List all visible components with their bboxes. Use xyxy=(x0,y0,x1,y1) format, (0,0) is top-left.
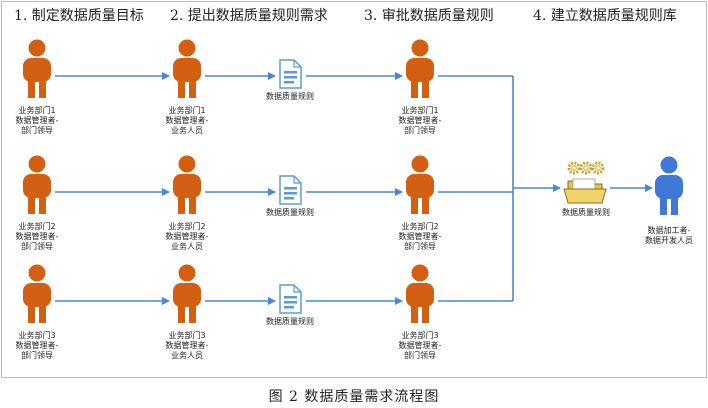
document-icon xyxy=(279,175,302,205)
col3-label-line: 业务部门3 xyxy=(401,330,438,340)
person-icon xyxy=(173,264,201,323)
col1-label-line: 数据管理者- xyxy=(16,115,59,125)
person-icon xyxy=(23,155,51,214)
col3-label-line: 业务部门2 xyxy=(401,221,438,231)
col1-label-line: 业务部门1 xyxy=(18,105,55,115)
col2-label-line: 业务部门1 xyxy=(168,105,205,115)
col2-label-line: 业务部门3 xyxy=(168,330,205,340)
col1-label-line: 数据管理者- xyxy=(16,231,59,241)
col1-label-line: 部门领导 xyxy=(21,350,53,360)
col3-label-line: 数据管理者- xyxy=(399,231,442,241)
person-icon xyxy=(23,39,51,98)
stage-title-2: 2. 提出数据质量规则需求 xyxy=(170,8,328,24)
figure-caption: 图 2 数据质量需求流程图 xyxy=(268,389,440,405)
document-icon xyxy=(279,284,302,314)
col1-label-line: 业务部门2 xyxy=(18,221,55,231)
developer-label-line: 数据加工者- xyxy=(648,225,691,235)
col2-label-line: 数据管理者- xyxy=(166,115,209,125)
person-icon xyxy=(406,39,434,98)
developer-label-line: 数据开发人员 xyxy=(645,235,693,245)
folder-gears-icon xyxy=(563,161,607,204)
col1-label-line: 部门领导 xyxy=(21,241,53,251)
stage-title-1: 1. 制定数据质量目标 xyxy=(14,8,144,24)
col2-label-line: 数据管理者- xyxy=(166,340,209,350)
col3-label-line: 数据管理者- xyxy=(399,115,442,125)
person-icon xyxy=(406,264,434,323)
person-icon xyxy=(173,155,201,214)
col1-label-line: 业务部门3 xyxy=(18,330,55,340)
col3-label-line: 部门领导 xyxy=(404,125,436,135)
col3-label-line: 数据管理者- xyxy=(399,340,442,350)
col3-label-line: 部门领导 xyxy=(404,241,436,251)
col2-label-line: 数据管理者- xyxy=(166,231,209,241)
document-label: 数据质量规则 xyxy=(266,316,314,326)
col2-label-line: 业务部门2 xyxy=(168,221,205,231)
col2-label-line: 业务人员 xyxy=(171,125,203,135)
document-label: 数据质量规则 xyxy=(266,91,314,101)
stage-title-4: 4. 建立数据质量规则库 xyxy=(533,8,677,24)
person-icon xyxy=(23,264,51,323)
col3-label-line: 业务部门1 xyxy=(401,105,438,115)
person-icon xyxy=(406,155,434,214)
document-label: 数据质量规则 xyxy=(266,207,314,217)
col2-label-line: 业务人员 xyxy=(171,350,203,360)
person-icon xyxy=(655,156,683,215)
person-icon xyxy=(173,39,201,98)
col3-label-line: 部门领导 xyxy=(404,350,436,360)
col2-label-line: 业务人员 xyxy=(171,241,203,251)
document-icon xyxy=(279,59,302,89)
stage-title-3: 3. 审批数据质量规则 xyxy=(364,8,494,24)
repository-label: 数据质量规则 xyxy=(562,207,610,217)
diagram-frame xyxy=(1,1,707,378)
col1-label-line: 部门领导 xyxy=(21,125,53,135)
col1-label-line: 数据管理者- xyxy=(16,340,59,350)
flow-diagram: 业务部门1数据管理者-部门领导业务部门1数据管理者-业务人员数据质量规则业务部门… xyxy=(16,39,693,360)
